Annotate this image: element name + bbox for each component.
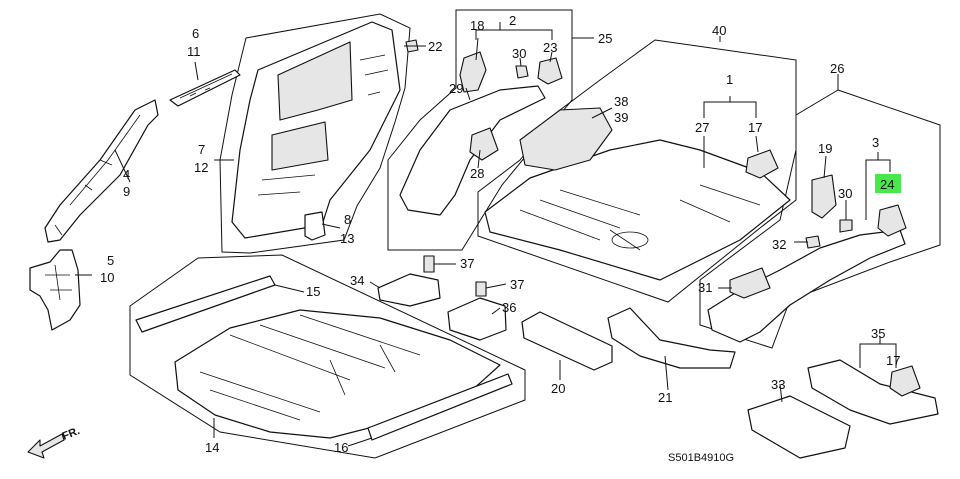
part-clip-30b <box>839 219 853 233</box>
callout-17-frame[interactable]: 17 <box>886 353 900 368</box>
callout-labels: 1 2 3 4 5 6 7 8 9 10 11 12 13 14 15 16 1… <box>100 13 900 455</box>
part-roof-rail <box>169 69 241 107</box>
part-sill-16 <box>367 373 513 441</box>
part-side-panel-detail <box>257 54 389 196</box>
part-crossmember-34 <box>377 273 441 307</box>
part-wheel-house <box>519 107 613 171</box>
callout-14[interactable]: 14 <box>205 440 219 455</box>
callout-30-frame[interactable]: 30 <box>838 186 852 201</box>
callout-35[interactable]: 35 <box>871 326 885 341</box>
callout-3[interactable]: 3 <box>872 135 879 150</box>
callout-29[interactable]: 29 <box>449 81 463 96</box>
callout-31[interactable]: 31 <box>698 280 712 295</box>
part-rear-floor-detail <box>519 184 761 251</box>
part-bracket-17a <box>745 149 779 179</box>
callout-38[interactable]: 38 <box>614 94 628 109</box>
callout-33[interactable]: 33 <box>771 377 785 392</box>
callout-37-right[interactable]: 37 <box>510 277 524 292</box>
part-crossmember-20 <box>521 311 613 371</box>
callout-16[interactable]: 16 <box>334 440 348 455</box>
part-clip-30a <box>515 65 529 79</box>
part-side-panel-lower-window <box>271 121 329 171</box>
part-inner-bracket-18 <box>459 51 487 93</box>
group-box-front-floor <box>129 254 526 459</box>
callout-30-inner[interactable]: 30 <box>512 46 526 61</box>
callout-28[interactable]: 28 <box>470 166 484 181</box>
part-rear-floor-pan <box>484 139 791 281</box>
callout-7[interactable]: 7 <box>198 142 205 157</box>
callout-36[interactable]: 36 <box>502 300 516 315</box>
callout-9[interactable]: 9 <box>123 184 130 199</box>
callout-34[interactable]: 34 <box>350 273 364 288</box>
part-bracket-17b <box>889 365 921 397</box>
callout-21[interactable]: 21 <box>658 390 672 405</box>
callout-17-floor[interactable]: 17 <box>748 120 762 135</box>
part-spare-well <box>611 231 649 249</box>
part-crossmember-35 <box>807 359 939 425</box>
callout-39[interactable]: 39 <box>614 110 628 125</box>
direction-arrow: FR. <box>27 425 82 459</box>
part-bolt-37b <box>475 281 487 297</box>
part-crossmember-33 <box>747 395 851 459</box>
part-bolt-37a <box>423 255 435 273</box>
callout-13[interactable]: 13 <box>340 231 354 246</box>
part-frame-bracket-24 <box>877 204 907 237</box>
callout-27[interactable]: 27 <box>695 120 709 135</box>
callout-37-left[interactable]: 37 <box>460 256 474 271</box>
part-lower-pillar-detail <box>45 264 72 301</box>
highlight-callout-24 <box>875 174 901 193</box>
callout-32[interactable]: 32 <box>772 237 786 252</box>
part-bracket-31 <box>729 267 771 299</box>
callout-23[interactable]: 23 <box>543 40 557 55</box>
callout-22[interactable]: 22 <box>428 39 442 54</box>
callout-19[interactable]: 19 <box>818 141 832 156</box>
callout-6[interactable]: 6 <box>192 26 199 41</box>
part-frame-bracket-19 <box>811 174 837 219</box>
part-pillar-detail <box>54 114 141 236</box>
direction-label: FR. <box>61 425 82 443</box>
part-crossmember-21 <box>607 307 736 369</box>
callout-20[interactable]: 20 <box>551 381 565 396</box>
part-clip-32 <box>805 235 821 249</box>
leader-lines <box>75 22 897 447</box>
part-front-floor-detail <box>199 314 421 421</box>
part-bracket-8 <box>304 211 326 241</box>
part-side-panel-window <box>277 41 353 121</box>
callout-15[interactable]: 15 <box>306 284 320 299</box>
part-pillar <box>44 99 159 243</box>
part-bracket-28 <box>469 127 499 161</box>
part-crossmember-36 <box>447 297 507 341</box>
callout-25[interactable]: 25 <box>598 31 612 46</box>
callout-2[interactable]: 2 <box>509 13 516 28</box>
callout-12[interactable]: 12 <box>194 160 208 175</box>
callout-10[interactable]: 10 <box>100 270 114 285</box>
callout-24[interactable]: 24 <box>880 177 894 192</box>
drawing-code: S501B4910G <box>668 452 734 464</box>
group-box-rear-inner <box>387 9 573 251</box>
callout-1[interactable]: 1 <box>726 72 733 87</box>
callout-26[interactable]: 26 <box>830 61 844 76</box>
group-box-rear-floor <box>477 39 797 303</box>
front-arrow-icon <box>27 433 65 459</box>
part-inner-bracket-23 <box>537 57 563 85</box>
callout-5[interactable]: 5 <box>107 253 114 268</box>
callout-40[interactable]: 40 <box>712 23 726 38</box>
part-roof-rail-detail <box>179 73 233 99</box>
callout-4[interactable]: 4 <box>123 167 130 182</box>
callout-8[interactable]: 8 <box>344 212 351 227</box>
part-rear-frame <box>707 229 906 343</box>
callout-18[interactable]: 18 <box>470 18 484 33</box>
callout-11[interactable]: 11 <box>187 44 201 59</box>
